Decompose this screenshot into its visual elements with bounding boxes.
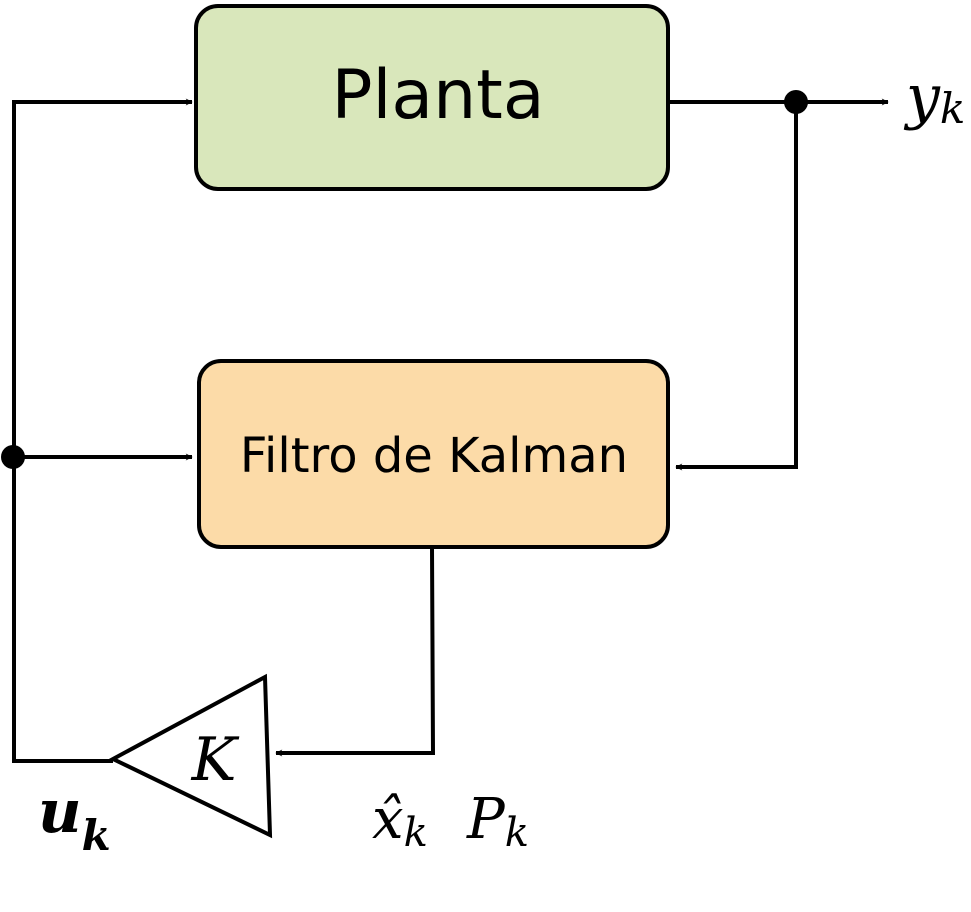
estimate-signal-label: x̂k xyxy=(372,787,428,856)
covariance-subscript: k xyxy=(505,810,529,856)
wire-filter-to-gain xyxy=(275,546,436,757)
control-signal-label: uk xyxy=(38,777,111,860)
junction-input xyxy=(1,445,25,469)
gain-label: K xyxy=(191,725,240,795)
plant-label: Planta xyxy=(332,56,545,135)
covariance-signal-label: Pk xyxy=(466,787,529,856)
junction-output xyxy=(784,90,808,114)
output-symbol: y xyxy=(903,62,941,132)
estimate-subscript: k xyxy=(404,810,428,856)
wire-gain-to-bus xyxy=(12,102,113,763)
control-subscript: k xyxy=(82,811,111,860)
wire-output-to-filter xyxy=(675,102,798,471)
connections xyxy=(12,98,889,763)
covariance-symbol: P xyxy=(466,787,506,852)
plant-block xyxy=(194,4,670,191)
gain-block xyxy=(108,673,273,839)
control-symbol: u xyxy=(38,777,82,847)
estimate-symbol: x̂ xyxy=(372,787,404,852)
output-signal-label: yk xyxy=(903,62,965,133)
output-subscript: k xyxy=(940,84,965,133)
kalman-filter-label: Filtro de Kalman xyxy=(240,428,628,484)
